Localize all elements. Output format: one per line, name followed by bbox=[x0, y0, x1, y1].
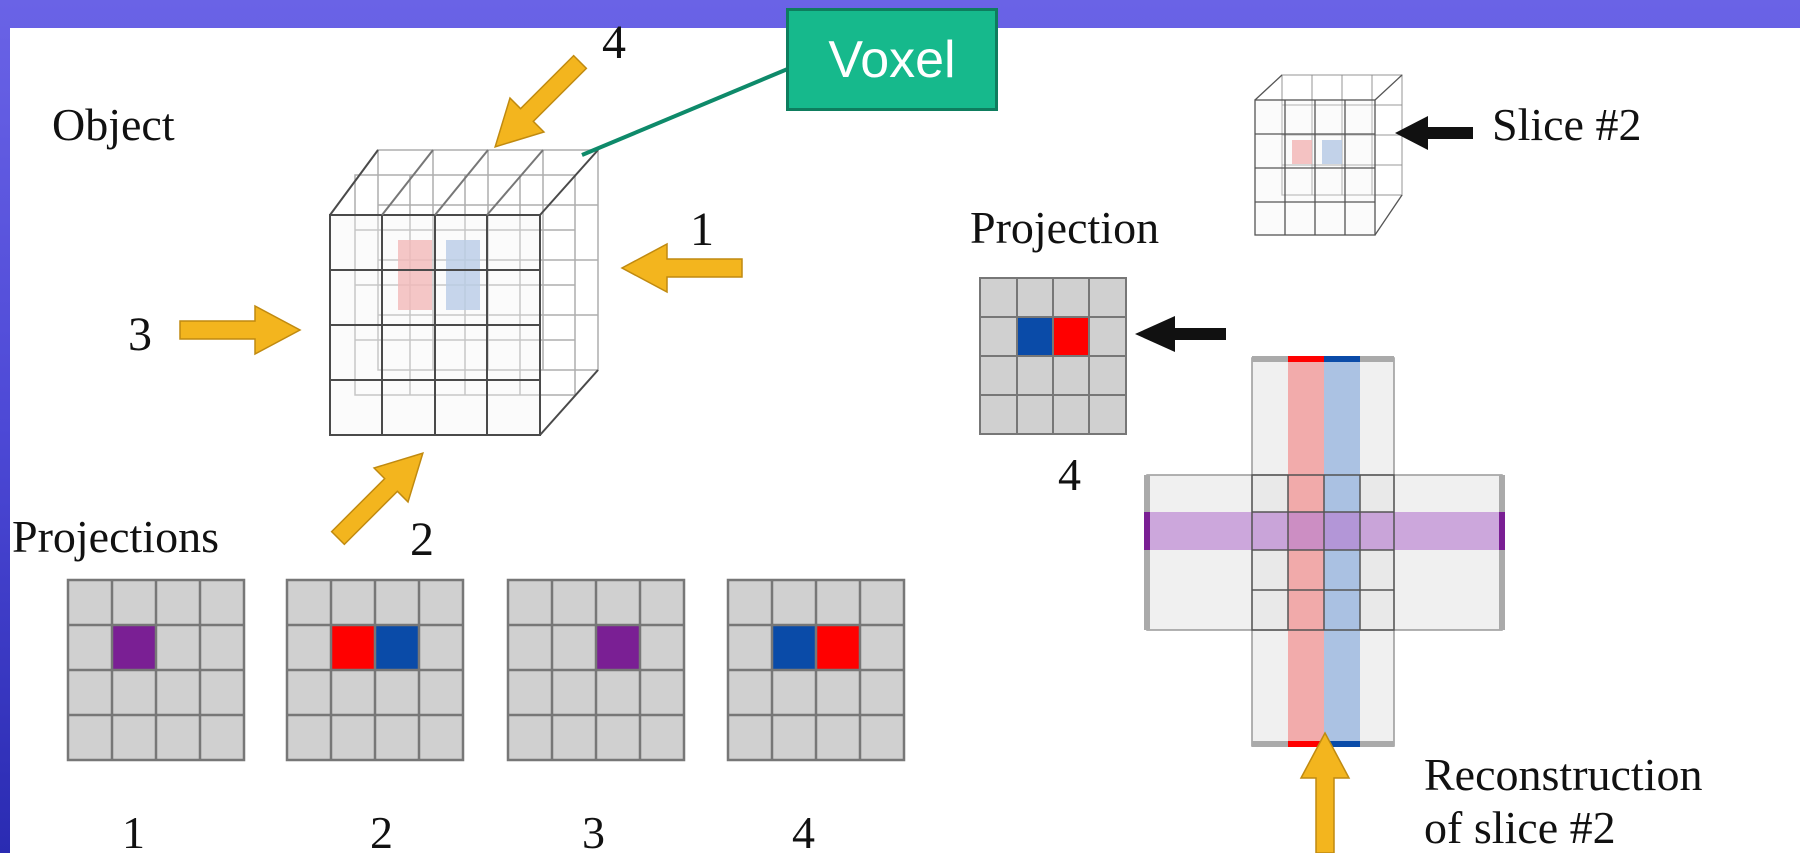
arrow-1 bbox=[621, 243, 743, 293]
reconstruction-cross bbox=[1144, 356, 1505, 747]
projection-panel-number-1: 1 bbox=[122, 807, 145, 853]
projection-panel-number-2: 2 bbox=[370, 807, 393, 853]
projection-grid-2 bbox=[285, 578, 465, 762]
projection-cell-purple bbox=[112, 625, 156, 670]
projection-grids bbox=[66, 578, 906, 762]
direction-number-2: 2 bbox=[410, 513, 434, 566]
right-projection-number: 4 bbox=[1058, 449, 1081, 500]
object-cube bbox=[329, 149, 599, 436]
projections-label: Projections bbox=[12, 511, 219, 562]
slice-label: Slice #2 bbox=[1492, 99, 1641, 150]
direction-number-1: 1 bbox=[690, 203, 714, 256]
projection-cell-blue bbox=[375, 625, 419, 670]
reconstruction-label-line1: Reconstruction bbox=[1424, 749, 1703, 800]
projection-grid-4 bbox=[726, 578, 906, 762]
projection-grid-3 bbox=[506, 578, 686, 762]
projection-grid-1 bbox=[66, 578, 246, 762]
projection-pointer-arrow bbox=[1135, 316, 1226, 352]
small-cube bbox=[1254, 74, 1403, 236]
projection-panel-number-4: 4 bbox=[792, 807, 815, 853]
projection-label: Projection bbox=[970, 202, 1159, 253]
voxel-callout: Voxel bbox=[786, 8, 998, 111]
projection-cell-red bbox=[816, 625, 860, 670]
right-projection-grid bbox=[979, 277, 1127, 435]
reconstruction-label-line2: of slice #2 bbox=[1424, 802, 1616, 853]
projection-cell-red bbox=[331, 625, 375, 670]
direction-number-4: 4 bbox=[602, 16, 626, 69]
projection-cell-purple bbox=[596, 625, 640, 670]
projection-panel-number-3: 3 bbox=[582, 807, 605, 853]
slice-pointer-arrow bbox=[1395, 116, 1473, 150]
arrow-4 bbox=[477, 44, 598, 165]
projection-cell-blue bbox=[772, 625, 816, 670]
voxel-callout-label: Voxel bbox=[828, 30, 956, 89]
reconstruction-arrow bbox=[1300, 732, 1350, 853]
arrow-3 bbox=[179, 305, 301, 355]
object-label: Object bbox=[52, 99, 175, 150]
voxel-connector-line bbox=[581, 66, 791, 157]
direction-number-3: 3 bbox=[128, 308, 152, 361]
